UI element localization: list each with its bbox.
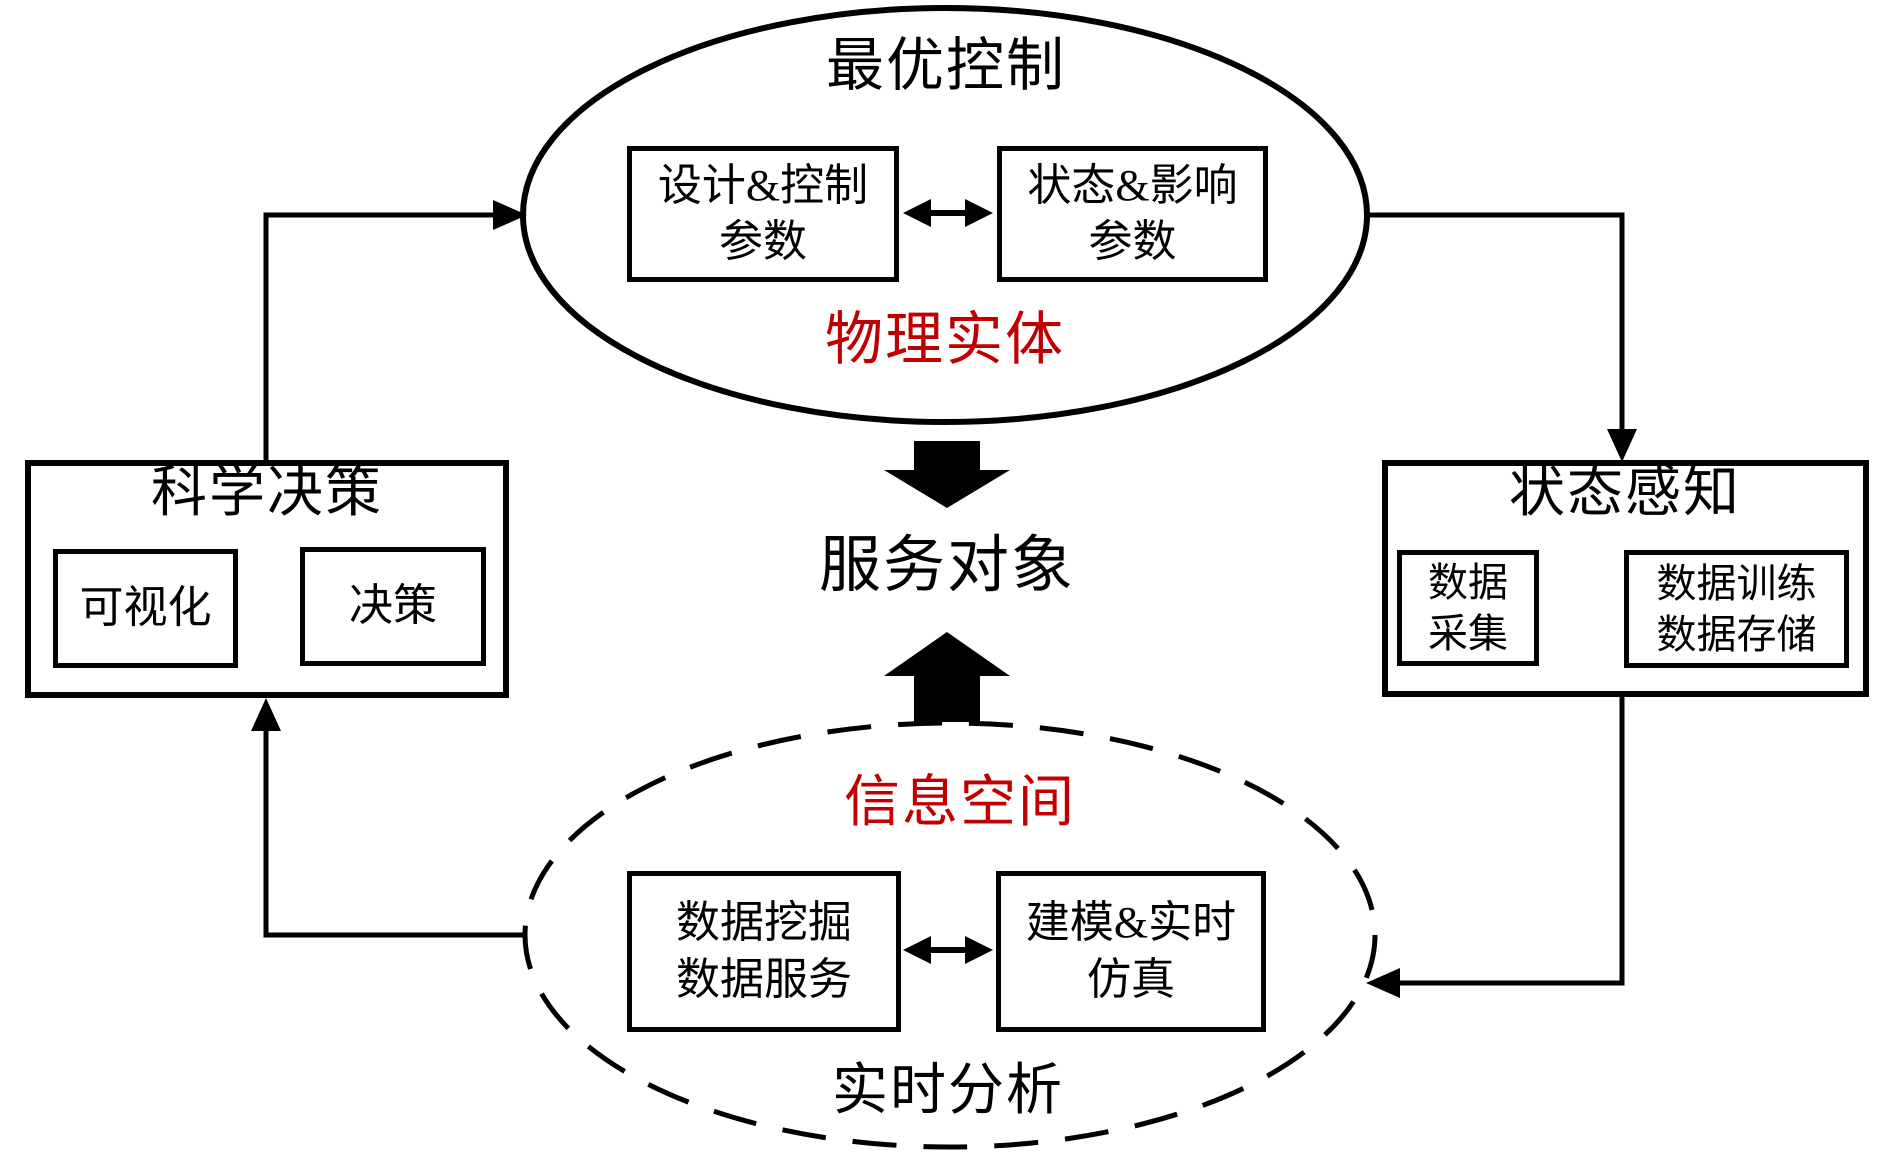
decision-panel-title: 科学决策 [151, 462, 383, 524]
double-arrow-bottom-icon [903, 936, 993, 964]
arrow-analysis-to-decision [251, 698, 525, 938]
decision-label: 决策 [349, 581, 437, 631]
modeling-simulation-line1: 建模&实时 [1025, 898, 1237, 948]
decision-box: 决策 [300, 547, 486, 666]
data-mining-service-box: 数据挖掘 数据服务 [627, 871, 901, 1032]
visualization-box: 可视化 [53, 549, 238, 668]
realtime-analysis-title: 实时分析 [832, 1060, 1064, 1122]
state-influence-params-line1: 状态&影响 [1027, 160, 1238, 210]
data-collection-box: 数据 采集 [1397, 550, 1539, 666]
data-collection-line1: 数据 [1428, 559, 1508, 605]
arrow-perception-to-analysis [1366, 696, 1625, 998]
double-arrow-top-icon [903, 199, 993, 227]
block-arrow-down-icon [884, 441, 1010, 508]
cyber-space-label: 信息空间 [844, 772, 1076, 834]
visualization-label: 可视化 [79, 583, 212, 633]
arrow-decision-to-control [263, 200, 527, 460]
service-object-label: 服务对象 [818, 532, 1075, 600]
arrow-control-to-perception [1368, 212, 1637, 462]
modeling-simulation-box: 建模&实时 仿真 [996, 871, 1266, 1032]
data-training-line2: 数据存储 [1656, 612, 1817, 657]
data-collection-line2: 采集 [1428, 611, 1508, 656]
data-mining-line1: 数据挖掘 [676, 898, 852, 948]
state-influence-params-line2: 参数 [1088, 217, 1177, 266]
state-influence-params-box: 状态&影响 参数 [997, 146, 1268, 282]
data-training-line1: 数据训练 [1656, 560, 1817, 606]
physical-space-label: 物理实体 [824, 307, 1065, 372]
optimal-control-title: 最优控制 [825, 33, 1066, 98]
data-training-storage-box: 数据训练 数据存储 [1624, 550, 1849, 668]
block-arrow-up-icon [884, 632, 1010, 722]
design-control-params-box: 设计&控制 参数 [627, 146, 899, 282]
design-control-params-line1: 设计&控制 [657, 160, 869, 210]
modeling-simulation-line2: 仿真 [1087, 954, 1175, 1004]
data-mining-line2: 数据服务 [676, 954, 852, 1004]
perception-panel-title: 状态感知 [1509, 462, 1741, 524]
design-control-params-line2: 参数 [719, 217, 807, 266]
